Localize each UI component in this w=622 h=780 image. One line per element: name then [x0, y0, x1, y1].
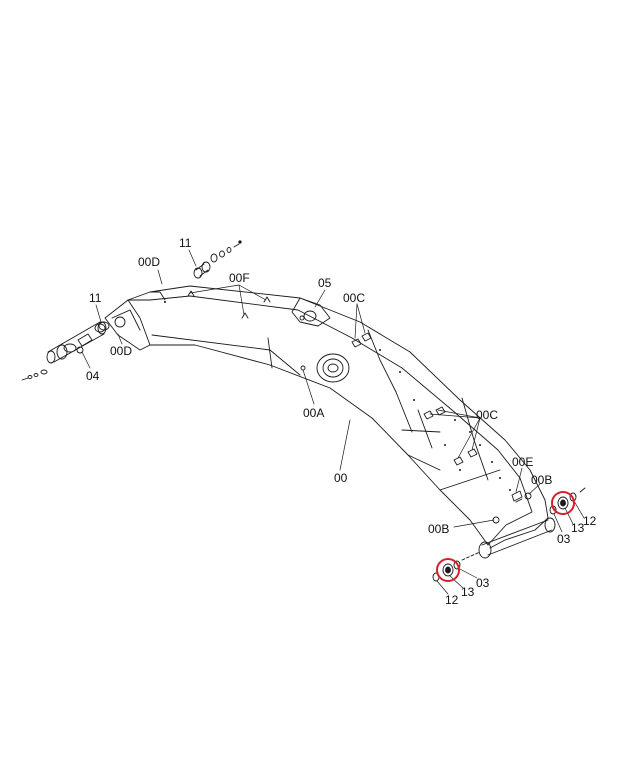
- body-dots: [164, 301, 511, 491]
- callout-label: 00E: [512, 455, 534, 469]
- callout-label: 11: [89, 291, 102, 305]
- foot-pin: [21, 321, 107, 381]
- callout-label: 00D: [138, 255, 161, 269]
- callout-label: 00F: [229, 271, 250, 285]
- callout-label: 00C: [343, 291, 366, 305]
- callout-label: 11: [179, 236, 192, 250]
- callout-label: 12: [583, 514, 597, 528]
- highlight-circle: [436, 558, 460, 582]
- callout-label: 00: [334, 471, 348, 485]
- callout-label: 03: [557, 532, 571, 546]
- leader-lines: [81, 249, 585, 595]
- callout-label: 00B: [531, 473, 553, 487]
- boom-body: [104, 285, 556, 559]
- callout-label: 03: [476, 576, 490, 590]
- callout-label: 00D: [110, 344, 133, 358]
- callout-label: 13: [461, 585, 475, 599]
- callout-label: 04: [86, 369, 100, 383]
- bushing-left: [94, 321, 110, 333]
- callout-label: 12: [445, 593, 459, 607]
- bushing-top: [193, 240, 242, 279]
- highlight-circle: [551, 491, 575, 515]
- callout-label: 00C: [476, 408, 499, 422]
- callout-label: 05: [318, 276, 332, 290]
- callout-label: 00B: [428, 522, 450, 536]
- callout-label: 13: [571, 521, 585, 535]
- callout-label: 00A: [303, 406, 325, 420]
